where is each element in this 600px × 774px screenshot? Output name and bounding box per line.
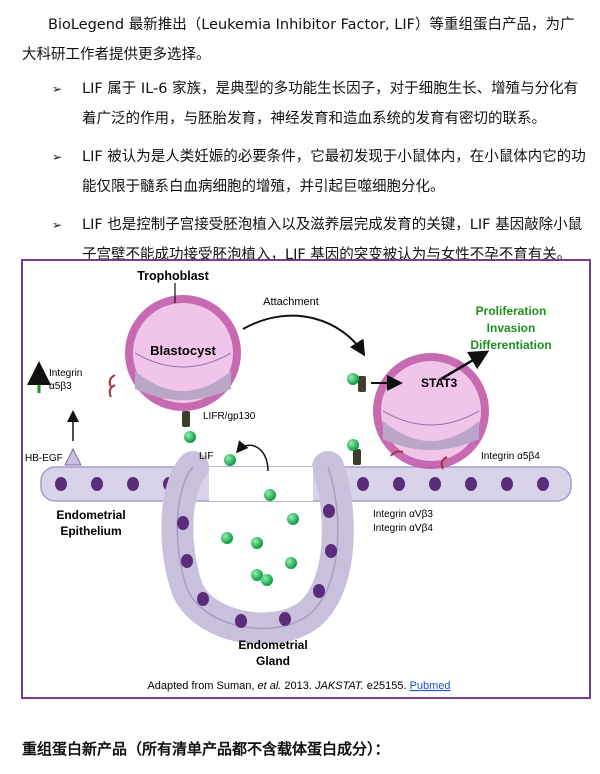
lif-dots [184,373,359,586]
blastocyst-right [373,353,489,469]
label-integrin-avb4: Integrin αVβ4 [373,523,433,534]
label-lif: LIF [199,451,213,462]
product-list-title: 重组蛋白新产品（所有清单产品都不含载体蛋白成分）： [22,740,390,758]
bullet-text: LIF 属于 IL-6 家族，是典型的多功能生长因子，对于细胞生长、增殖与分化有… [82,81,579,127]
caption-mid: 2013. [281,680,315,692]
label-integrin-a5b3-line2: α5β3 [49,381,72,392]
outcome-arrow [440,350,490,381]
intro-text: BioLegend 最新推出（Leukemia Inhibitor Factor… [22,17,575,63]
lif-diagram: Trophoblast Attachment Blastocyst STAT3 … [25,269,572,692]
label-stat3: STAT3 [421,376,458,390]
label-lifr-gp130: LIFR/gp130 [203,411,256,422]
arrow-bullet-icon: ➢ [52,82,63,96]
pubmed-link[interactable]: Pubmed [410,680,451,692]
bullet-list: ➢ LIF 属于 IL-6 家族，是典型的多功能生长因子，对于细胞生长、增殖与分化… [22,74,588,278]
bullet-text: LIF 也是控制子宫接受胚泡植入以及滋养层完成发育的关键，LIF 基因敲除小鼠子… [82,217,583,263]
label-hb-egf: HB-EGF [25,453,63,464]
caption-journal: JAKSTAT. [314,680,364,692]
label-proliferation: Proliferation [476,304,547,318]
arrow-bullet-icon: ➢ [52,150,63,164]
label-differentiation: Differentiation [470,338,551,352]
attachment-arrow [242,314,366,357]
lif-diagram-figure: Trophoblast Attachment Blastocyst STAT3 … [21,259,591,699]
caption-etal: et al. [258,680,282,692]
caption-prefix: Adapted from Suman, [147,680,257,692]
endometrial-gland [161,451,354,645]
bullet-item: ➢ LIF 被认为是人类妊娠的必要条件，它最初发现于小鼠体内，在小鼠体内它的功能仅… [22,142,588,202]
label-invasion: Invasion [487,321,536,335]
label-endometrial-gland-1: Endometrial [238,638,307,652]
label-integrin-avb3: Integrin αVβ3 [373,509,433,520]
label-integrin-a5b3-line1: Integrin [49,368,82,379]
label-endometrial-gland-2: Gland [256,654,290,668]
label-attachment: Attachment [263,296,319,308]
secretion-arrow [236,440,269,472]
label-blastocyst: Blastocyst [150,343,216,358]
bullet-item: ➢ LIF 属于 IL-6 家族，是典型的多功能生长因子，对于细胞生长、增殖与分化… [22,74,588,134]
label-trophoblast: Trophoblast [137,269,209,283]
label-endometrial-epithelium-1: Endometrial [56,508,125,522]
figure-caption: Adapted from Suman, et al. 2013. JAKSTAT… [147,680,450,692]
bullet-text: LIF 被认为是人类妊娠的必要条件，它最初发现于小鼠体内，在小鼠体内它的功能仅限… [82,149,586,195]
integrin-icons [108,374,448,470]
label-integrin-a5b4: Integrin α5β4 [481,451,540,462]
label-endometrial-epithelium-2: Epithelium [60,524,121,538]
blastocyst-left [125,295,241,411]
arrow-bullet-icon: ➢ [52,218,63,232]
hb-egf-triangle-icon [64,447,82,466]
intro-paragraph: BioLegend 最新推出（Leukemia Inhibitor Factor… [22,10,582,70]
caption-id: e25155. [364,680,410,692]
receptor-icons [182,376,366,465]
